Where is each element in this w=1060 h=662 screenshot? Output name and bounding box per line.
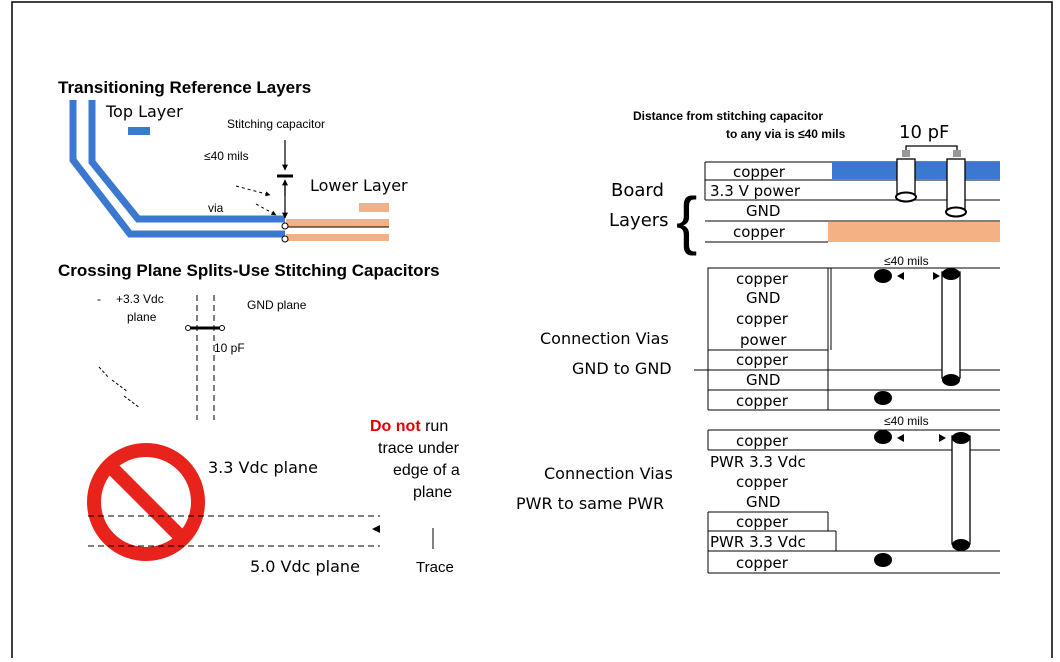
pwr-layer-1: copper [736, 432, 789, 450]
board-layer-1: copper [733, 163, 786, 181]
distance-note-line1: Distance from stitching capacitor [633, 109, 823, 123]
blue-layer-trace-inner [88, 100, 285, 223]
pwr-layer-6: PWR 3.3 Vdc [710, 533, 806, 551]
board-via-short-body [896, 158, 916, 198]
board-label-1: Board [611, 180, 664, 201]
gnd-via-bottom [942, 374, 960, 386]
via-label: via [208, 201, 224, 215]
board-layer-2: 3.3 V power [710, 182, 801, 200]
lower-layer-swatch [359, 203, 389, 212]
gnd-via-dot-bottom [874, 391, 892, 405]
pointer-dashed-1 [235, 185, 271, 197]
do-not-text: Do not [370, 418, 421, 435]
transition-title: Transitioning Reference Layers [58, 78, 311, 97]
warning-line-2: trace under [378, 440, 460, 457]
pwr-layer-3: copper [736, 473, 789, 491]
gnd-distance: ≤40 mils [884, 254, 929, 268]
pwr-label-2: PWR to same PWR [516, 494, 664, 513]
board-layer-3: GND [746, 202, 780, 220]
pwr-layer-7: copper [736, 554, 789, 572]
gnd-arrow-right [933, 272, 940, 280]
pwr-arrow-left [897, 434, 904, 442]
pwr-distance: ≤40 mils [884, 414, 929, 428]
warning-line-3: edge of a [393, 462, 460, 479]
top-layer-label: Top Layer [105, 102, 183, 121]
pwr-label-1: Connection Vias [544, 464, 673, 483]
board-cap-label: 10 pF [899, 122, 949, 143]
gnd-layer-4: power [740, 331, 787, 349]
dash-mark: - [97, 292, 101, 306]
board-copper-top-fill [832, 162, 1000, 179]
gnd-label-1: Connection Vias [540, 329, 669, 348]
cap-pad-left [185, 325, 191, 331]
cap-pad-right [219, 325, 225, 331]
orange-layer-trace-bottom [286, 234, 389, 241]
via-pad-top [281, 222, 289, 230]
pwr-via-dot-bottom [874, 553, 892, 567]
pwr-layer-2: PWR 3.3 Vdc [710, 453, 806, 471]
distance-note-line2: to any via is ≤40 mils [726, 127, 846, 141]
via-pad-bottom [281, 235, 289, 243]
board-cap-pad-left [902, 150, 910, 157]
gnd-via-top [942, 268, 960, 280]
plane-33-big-label: 3.3 Vdc plane [208, 458, 318, 477]
pwr-layer-5: copper [736, 513, 789, 531]
trace-label: Trace [416, 559, 454, 576]
trace-dash-1 [98, 366, 110, 379]
lower-layer-label: Lower Layer [310, 176, 408, 195]
gnd-layer-2: GND [746, 289, 780, 307]
blue-layer-trace-outer [69, 100, 285, 238]
board-via-long-body [946, 158, 966, 213]
gnd-label-2: GND to GND [572, 359, 672, 378]
board-cap-pad-right [953, 150, 961, 157]
gnd-plane-label: GND plane [247, 298, 307, 312]
gnd-layer-7: copper [736, 392, 789, 410]
crossing-title: Crossing Plane Splits-Use Stitching Capa… [58, 261, 440, 280]
trace-dash-3 [123, 395, 141, 409]
trace-pointer-head [372, 525, 380, 533]
distance-label: ≤40 mils [204, 149, 249, 163]
gnd-layer-3: copper [736, 310, 789, 328]
gnd-layer-1: copper [736, 270, 789, 288]
gnd-arrow-left [897, 272, 904, 280]
pwr-via-bottom [952, 539, 970, 551]
gnd-via-body [941, 271, 961, 379]
run-text: run [421, 418, 449, 435]
board-via-short-bottom [895, 191, 917, 203]
pwr-layer-4: GND [746, 493, 780, 511]
warning-line-1: Do not run [370, 418, 448, 435]
pwr-via-top [952, 432, 970, 444]
pwr-via-dot-top [874, 430, 892, 444]
board-layer-4: copper [733, 223, 786, 241]
board-copper-bottom-fill [828, 222, 1000, 242]
split-cap-label: 10 pF [214, 341, 245, 355]
trace-dash-2 [111, 379, 129, 393]
plane-50-big-label: 5.0 Vdc plane [250, 557, 360, 576]
pwr-via-body [951, 435, 971, 545]
board-via-long-bottom [945, 206, 967, 218]
gnd-layer-5: copper [736, 351, 789, 369]
stitching-cap-label: Stitching capacitor [227, 117, 325, 131]
gnd-via-dot-top [874, 269, 892, 283]
outer-border [11, 1, 1053, 662]
plane-33-label-2: plane [127, 310, 157, 324]
orange-layer-trace-top [286, 219, 389, 227]
board-brace: { [676, 184, 697, 256]
board-cap-bracket [905, 145, 958, 152]
via-pointer [255, 203, 277, 216]
warning-line-4: plane [413, 484, 452, 501]
gnd-stack-box [707, 267, 829, 351]
plane-33-label-1: +3.3 Vdc [116, 292, 164, 306]
gnd-layer-6: GND [746, 371, 780, 389]
top-layer-swatch [128, 127, 150, 135]
pwr-arrow-right [939, 434, 946, 442]
board-label-2: Layers [609, 210, 669, 231]
no-symbol-icon [87, 443, 205, 561]
